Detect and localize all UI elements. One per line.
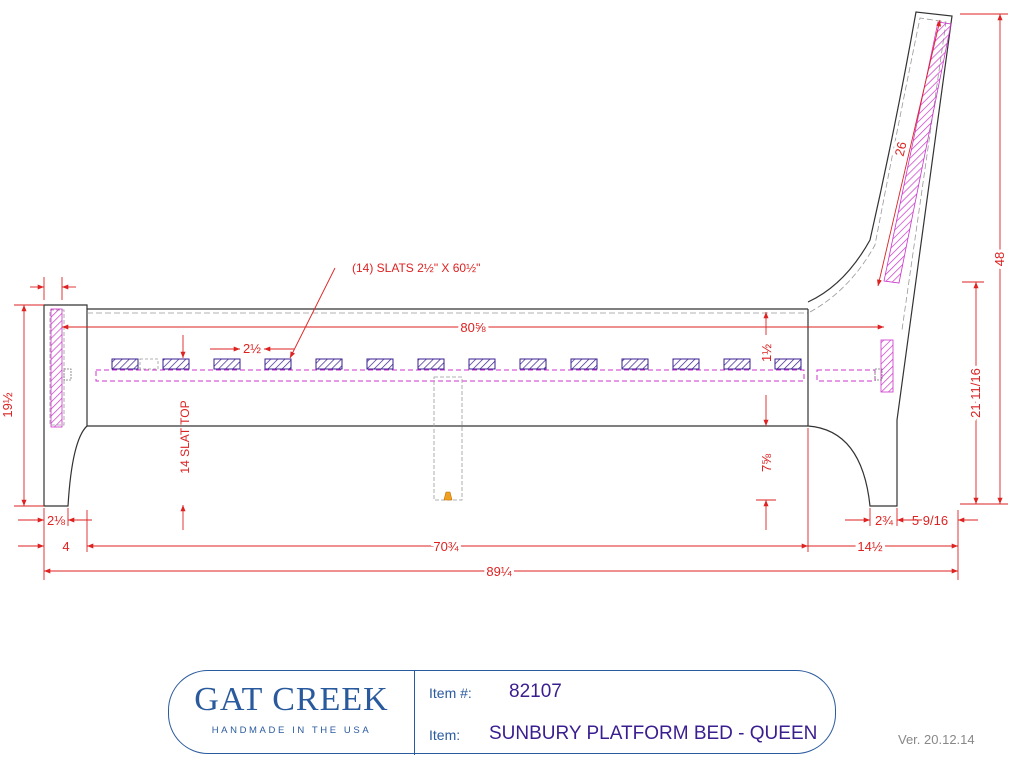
dim-footboard-offset: 4 — [62, 539, 69, 554]
dim-slat-drop: 7⅝ — [759, 454, 774, 472]
dim-inner-length: 80⅝ — [460, 320, 485, 335]
dim-headboard-panel: 26 — [892, 140, 910, 157]
slat-spacer — [139, 358, 159, 370]
dim-slat-thickness: 1½ — [759, 344, 774, 362]
dim-headboard-offset: 14½ — [857, 539, 882, 554]
footboard — [43, 304, 88, 507]
dim-rail-height: 21 11/16 — [968, 368, 983, 418]
slat-section — [519, 358, 547, 370]
item-number-label: Item #: — [429, 685, 472, 701]
slat-section — [672, 358, 700, 370]
slat-section — [162, 358, 190, 370]
brand-logo: GAT CREEK HANDMADE IN THE USA — [169, 671, 415, 755]
dim-footboard-thick: 2⅛ — [47, 513, 65, 528]
dim-footboard-height: 19½ — [0, 392, 15, 417]
slat-section — [213, 358, 241, 370]
dimension-texts: 89¼ 70¾ 4 14½ 2⅛ 2¾ 5 9/16 80⅝ 2½ 19½ 48… — [0, 137, 1010, 582]
title-block: GAT CREEK HANDMADE IN THE USA Item #: 82… — [168, 670, 836, 755]
slat-top-label: 14 SLAT TOP — [178, 400, 192, 473]
brand-tagline: HANDMADE IN THE USA — [211, 725, 372, 736]
dim-slat-width: 2½ — [243, 341, 261, 356]
dim-headboard-height: 48 — [992, 252, 1007, 266]
slat-section — [723, 358, 751, 370]
slat-section — [774, 358, 802, 370]
dim-headboard-base: 2¾ — [875, 513, 893, 528]
slat-section — [417, 358, 445, 370]
slat-section — [366, 358, 394, 370]
headboard — [807, 11, 953, 507]
dim-side-rail: 70¾ — [433, 539, 458, 554]
item-name-value: SUNBURY PLATFORM BED - QUEEN — [489, 723, 818, 744]
brand-name: GAT CREEK — [194, 681, 389, 718]
item-number-value: 82107 — [509, 681, 562, 702]
slat-section — [111, 358, 139, 370]
dimension-lines — [14, 13, 1008, 580]
slat-section — [621, 358, 649, 370]
dim-headboard-lean: 5 9/16 — [912, 513, 948, 528]
side-rail — [87, 308, 808, 501]
slat-section — [570, 358, 598, 370]
slats-row — [111, 358, 802, 370]
slat-section — [264, 358, 292, 370]
dim-overall-length: 89¼ — [486, 564, 511, 579]
item-name-label: Item: — [429, 727, 461, 743]
slat-section — [315, 358, 343, 370]
slat-section — [468, 358, 496, 370]
version-label: Ver. 20.12.14 — [898, 732, 975, 747]
slats-callout: (14) SLATS 2½" X 60½" — [352, 261, 480, 275]
